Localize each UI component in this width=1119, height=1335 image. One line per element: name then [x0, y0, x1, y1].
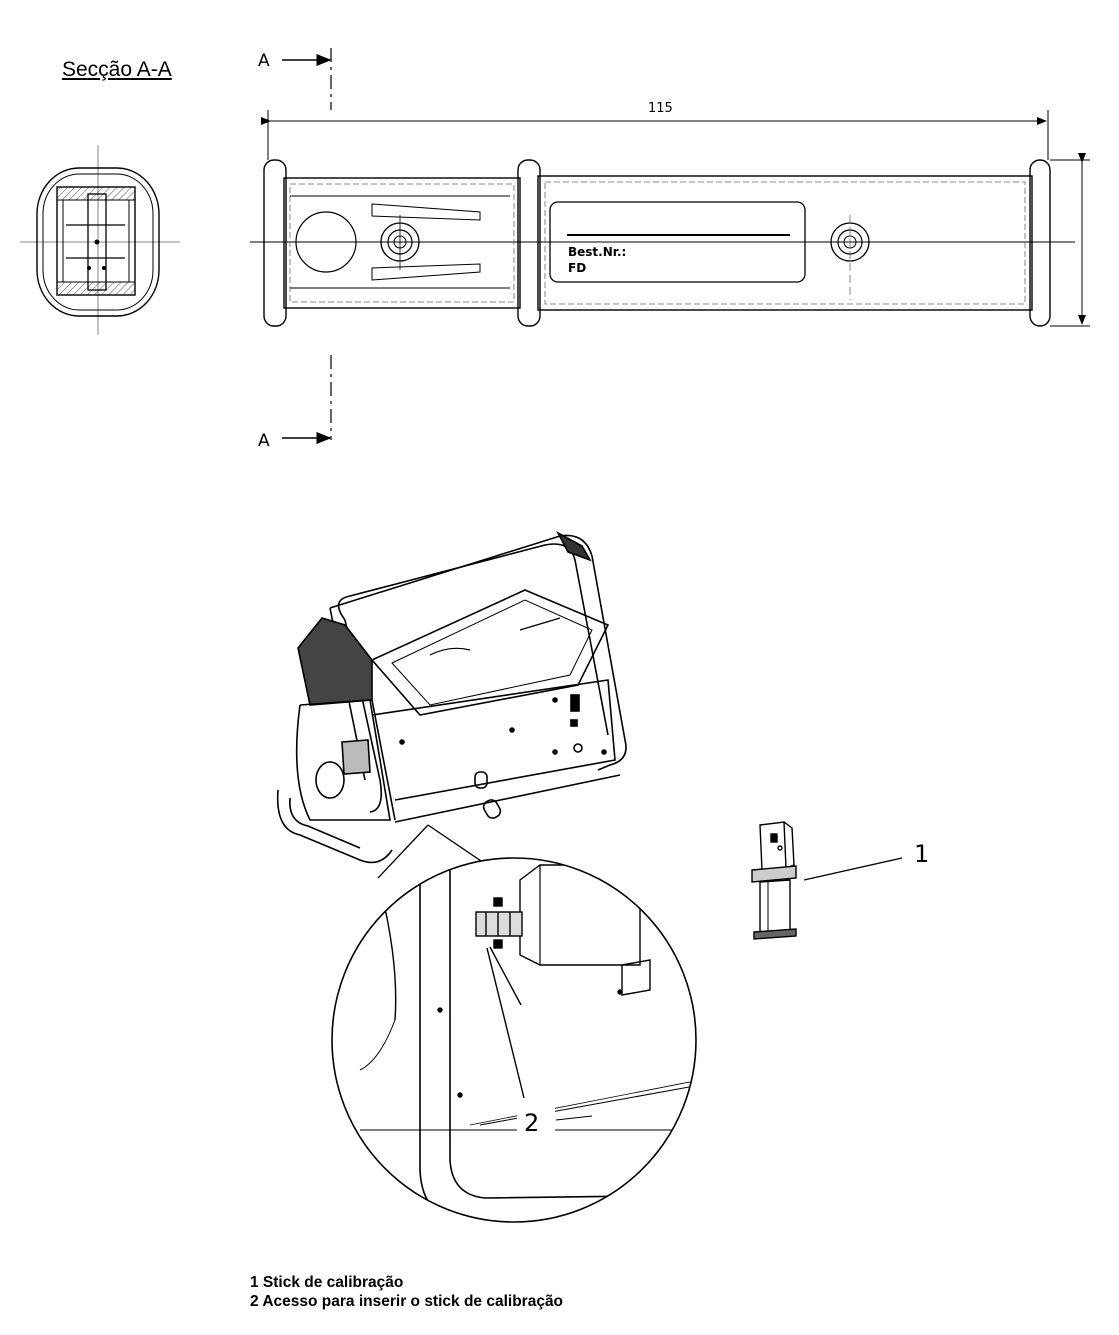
dimension-label: 115: [648, 101, 673, 116]
label-plate-line2: FD: [568, 261, 586, 275]
legend-item-1: 1 Stick de calibração: [250, 1274, 404, 1291]
callout-1: 1: [914, 840, 929, 868]
svg-text:A: A: [258, 51, 270, 71]
section-title: Secção A-A: [62, 58, 172, 81]
section-view: [20, 145, 180, 335]
dimension-line: 115: [261, 101, 1090, 327]
legend-item-2: 2 Acesso para inserir o stick de calibra…: [250, 1293, 564, 1310]
side-view: [250, 159, 1075, 327]
magnified-detail: [331, 857, 697, 1223]
label-plate-line1: Best.Nr.:: [568, 245, 626, 259]
device-illustration: [276, 531, 627, 864]
svg-text:A: A: [258, 431, 270, 451]
legend: 1 Stick de calibração 2 Acesso para inse…: [250, 1273, 563, 1311]
cut-plane-marker-bottom: A: [258, 355, 332, 451]
callout-2: 2: [524, 1109, 539, 1137]
cut-plane-marker-top: A: [258, 48, 332, 110]
calibration-stick: [751, 821, 903, 940]
